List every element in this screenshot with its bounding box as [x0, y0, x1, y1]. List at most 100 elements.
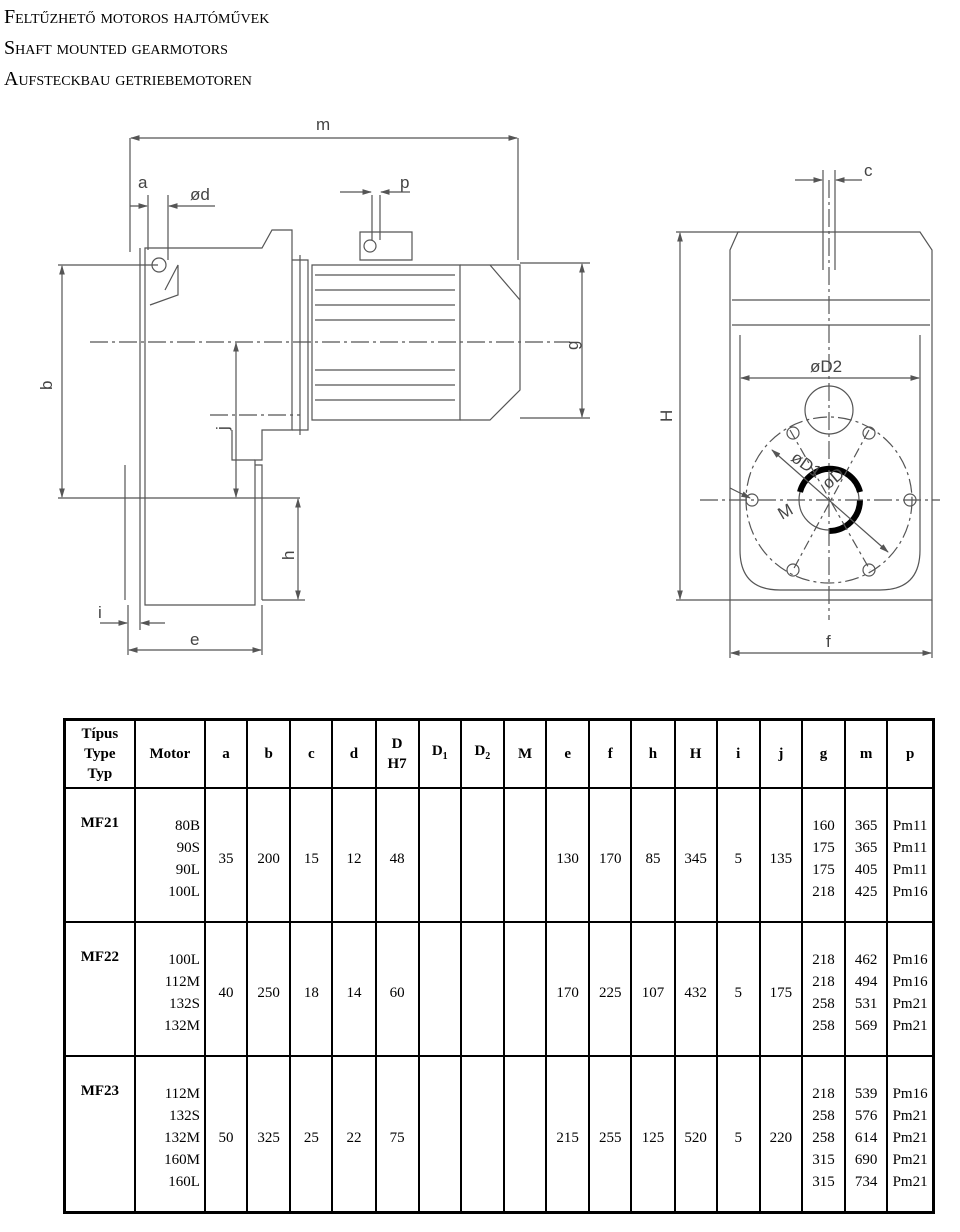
cell-g-value: 258: [812, 1108, 835, 1124]
cell-g-value: 315: [812, 1152, 835, 1168]
cell-p-value: Pm16: [892, 974, 928, 990]
header-i: i: [715, 718, 761, 789]
header-motor: Motor: [133, 718, 206, 789]
cell-D1: [417, 787, 462, 922]
cell-i: 5: [715, 1055, 761, 1213]
cell-e: 130: [545, 787, 591, 922]
header-a: a: [203, 718, 249, 789]
cell-m-value: 531: [854, 996, 878, 1012]
cell-D1: [417, 921, 462, 1056]
cell-D-value: 75: [389, 1129, 405, 1146]
cell-g-value: 218: [812, 1086, 835, 1102]
cell-D2: [459, 921, 505, 1056]
title-english: Shaft mounted gearmotors: [4, 37, 228, 59]
cell-j-value: 220: [769, 1129, 793, 1146]
cell-f: 255: [588, 1055, 633, 1213]
cell-i: 5: [715, 787, 761, 922]
cell-f-value: 225: [599, 984, 622, 1001]
cell-motors-value: 112M: [164, 1086, 200, 1102]
cell-m-value: 365: [854, 818, 878, 834]
cell-i-value: 5: [734, 984, 742, 1001]
header-d: d: [331, 718, 377, 789]
label-e: e: [190, 630, 199, 649]
cell-j: 135: [758, 787, 803, 922]
drawing-labels: m a ød p c b g j h i e H øD2 øD1 øD M f: [37, 115, 873, 651]
cell-D-value: 60: [389, 984, 405, 1001]
cell-p-value: Pm21: [892, 1174, 928, 1190]
cell-b: 200: [246, 787, 292, 922]
label-h: h: [279, 551, 298, 560]
cell-p-value: Pm21: [892, 1152, 928, 1168]
cell-m-value: 734: [854, 1174, 878, 1190]
cell-i-value: 5: [734, 1129, 742, 1146]
header-c: c: [289, 718, 334, 789]
cell-D1: [417, 1055, 462, 1213]
header-H: H: [673, 718, 718, 789]
cell-i-value: 5: [734, 850, 742, 867]
cell-a: 50: [203, 1055, 249, 1213]
label-i: i: [98, 603, 102, 622]
cell-a: 40: [203, 921, 249, 1056]
header-D1-sub: 1: [442, 751, 448, 762]
cell-M: [502, 921, 548, 1056]
cell-e: 170: [545, 921, 591, 1056]
cell-H-value: 432: [684, 984, 707, 1001]
cell-g-value: 175: [812, 862, 835, 878]
cell-b-value: 200: [257, 850, 280, 867]
label-D2: øD2: [810, 357, 842, 376]
label-M: M: [775, 500, 797, 524]
cell-motors-value: 132M: [164, 1130, 200, 1146]
cell-j: 220: [758, 1055, 803, 1213]
cell-g-value: 218: [812, 952, 835, 968]
label-a: a: [138, 173, 148, 192]
cell-motors-value: 112M: [164, 974, 200, 990]
cell-b: 325: [246, 1055, 292, 1213]
cell-d: 14: [331, 921, 377, 1056]
cell-d-value: 12: [346, 850, 362, 867]
cell-m-value: 569: [854, 1018, 878, 1034]
cell-m-value: 425: [854, 884, 878, 900]
cell-D: 60: [374, 921, 420, 1056]
cell-g-value: 160: [812, 818, 835, 834]
label-m: m: [316, 115, 330, 134]
cell-typ: MF23: [63, 1055, 136, 1213]
cell-j: 175: [758, 921, 803, 1056]
cell-b-value: 250: [257, 984, 280, 1001]
side-dimensions: [58, 135, 590, 655]
header-typ: Típus Type Typ: [63, 718, 136, 789]
cell-e-value: 215: [556, 1129, 579, 1146]
header-D1: D1: [417, 718, 462, 789]
label-H: H: [657, 410, 676, 422]
header-D: D H7: [374, 718, 420, 789]
cell-p-value: Pm16: [892, 1086, 928, 1102]
header-p: p: [886, 718, 935, 789]
cell-motors-value: 90S: [176, 840, 200, 856]
header-D1-letter: D: [431, 743, 443, 759]
cell-typ: MF21: [63, 787, 136, 922]
cell-p-value: Pm11: [892, 862, 928, 878]
cell-b: 250: [246, 921, 292, 1056]
cell-p-value: Pm21: [892, 1108, 928, 1124]
header-typ-de: Typ: [87, 766, 113, 782]
header-b: b: [246, 718, 292, 789]
label-j: j: [213, 426, 232, 431]
cell-motors-value: 132S: [169, 1108, 200, 1124]
label-c: c: [864, 161, 873, 180]
header-m: m: [844, 718, 889, 789]
cell-p-value: Pm11: [892, 818, 928, 834]
cell-m-value: 614: [854, 1130, 878, 1146]
